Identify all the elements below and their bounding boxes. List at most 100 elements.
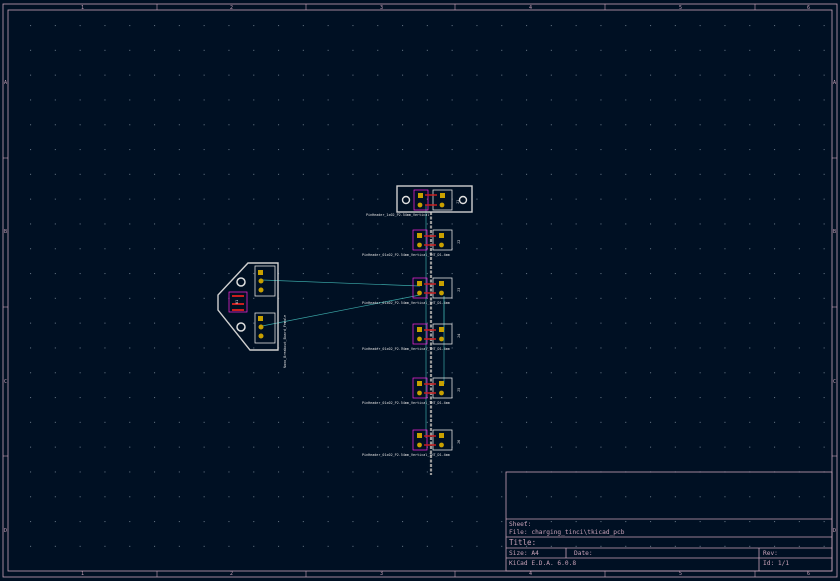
- pad-round: [258, 324, 264, 330]
- grid-dot: [501, 99, 503, 101]
- left-board-u1[interactable]: U1 Nano_Breakout_Board_Female: [217, 262, 287, 368]
- grid-dot: [79, 124, 81, 126]
- grid-dot: [129, 372, 131, 374]
- grid-dot: [575, 397, 577, 399]
- grid-dot: [426, 545, 428, 547]
- grid-dot: [54, 49, 56, 51]
- header-footprint-j3[interactable]: J3PinHeader_01x02_P2.54mm_Vertical_THT_D…: [362, 277, 461, 305]
- header-footprint-j5[interactable]: J5PinHeader_01x02_P2.54mm_Vertical_THT_D…: [362, 377, 461, 405]
- grid-dot: [650, 25, 652, 27]
- grid-dot: [154, 273, 156, 275]
- grid-dot: [699, 322, 701, 324]
- grid-dot: [550, 173, 552, 175]
- grid-dot: [154, 198, 156, 200]
- grid-dot: [674, 521, 676, 523]
- grid-dot: [278, 496, 280, 498]
- grid-dot: [699, 198, 701, 200]
- grid-dot: [501, 471, 503, 473]
- grid-dot: [749, 99, 751, 101]
- grid-dot: [798, 149, 800, 151]
- grid-dot: [228, 397, 230, 399]
- grid-dot: [699, 25, 701, 27]
- pad-round: [417, 242, 422, 248]
- grid-dot: [774, 496, 776, 498]
- grid-dot: [154, 446, 156, 448]
- grid-dot: [54, 421, 56, 423]
- grid-dot: [104, 322, 106, 324]
- grid-dot: [724, 74, 726, 76]
- grid-dot: [501, 49, 503, 51]
- grid-dot: [600, 149, 602, 151]
- grid-dot: [104, 74, 106, 76]
- grid-dot: [823, 397, 825, 399]
- grid-dot: [352, 521, 354, 523]
- grid-dot: [302, 198, 304, 200]
- grid-dot: [774, 322, 776, 324]
- grid-dot: [798, 223, 800, 225]
- ruler-col-3-top: 3: [380, 5, 383, 11]
- grid-dot: [501, 446, 503, 448]
- grid-dot: [426, 149, 428, 151]
- grid-dot: [798, 273, 800, 275]
- grid-dot: [476, 173, 478, 175]
- grid-dot: [327, 173, 329, 175]
- grid-dot: [451, 49, 453, 51]
- grid-dot: [426, 99, 428, 101]
- grid-dot: [154, 248, 156, 250]
- grid-dot: [104, 496, 106, 498]
- grid-dot: [798, 446, 800, 448]
- grid-dot: [426, 273, 428, 275]
- grid-dot: [798, 198, 800, 200]
- grid-dot: [674, 446, 676, 448]
- grid-dot: [54, 248, 56, 250]
- grid-dot: [550, 124, 552, 126]
- grid-dot: [154, 322, 156, 324]
- grid-dot: [377, 99, 379, 101]
- grid-dot: [327, 198, 329, 200]
- grid-dot: [550, 347, 552, 349]
- grid-dot: [302, 322, 304, 324]
- grid-dot: [30, 25, 32, 27]
- grid-dot: [650, 322, 652, 324]
- grid-dot: [129, 446, 131, 448]
- copper-trace: [424, 283, 436, 294]
- grid-dot: [600, 496, 602, 498]
- grid-dot: [476, 273, 478, 275]
- grid-dot: [178, 322, 180, 324]
- grid-dot: [178, 149, 180, 151]
- grid-dot: [253, 25, 255, 27]
- grid-dot: [476, 297, 478, 299]
- connector-body: [432, 377, 453, 399]
- grid-dot: [724, 198, 726, 200]
- top-board-j1[interactable]: PinHeader_1x02_P2.54mm_Vertical J1: [366, 185, 473, 217]
- grid-dot: [104, 372, 106, 374]
- grid-dot: [526, 198, 528, 200]
- grid-dot: [674, 223, 676, 225]
- grid-dot: [798, 124, 800, 126]
- header-footprint-j4[interactable]: J4PinHeader_01x02_P2.54mm_Vertical_THT_D…: [362, 323, 461, 351]
- grid-dot: [104, 223, 106, 225]
- grid-dot: [54, 446, 56, 448]
- grid-dot: [426, 74, 428, 76]
- grid-dot: [749, 496, 751, 498]
- grid-dot: [674, 397, 676, 399]
- grid-dot: [203, 99, 205, 101]
- grid-dot: [54, 322, 56, 324]
- grid-dot: [798, 248, 800, 250]
- grid-dot: [104, 124, 106, 126]
- header-ref: J3: [457, 288, 461, 292]
- pad-round: [439, 390, 444, 396]
- grid-dot: [724, 446, 726, 448]
- grid-dot: [625, 297, 627, 299]
- header-footprint-j2[interactable]: J2PinHeader_01x02_P2.54mm_Vertical_THT_D…: [362, 229, 461, 257]
- grid-dot: [178, 173, 180, 175]
- grid-dot: [228, 372, 230, 374]
- grid-dot: [154, 223, 156, 225]
- grid-dot: [54, 471, 56, 473]
- grid-dot: [377, 347, 379, 349]
- grid-dot: [278, 173, 280, 175]
- header-footprint-j6[interactable]: J6PinHeader_01x02_P2.54mm_Vertical_THT_D…: [362, 429, 461, 457]
- grid-dot: [228, 521, 230, 523]
- grid-dot: [228, 99, 230, 101]
